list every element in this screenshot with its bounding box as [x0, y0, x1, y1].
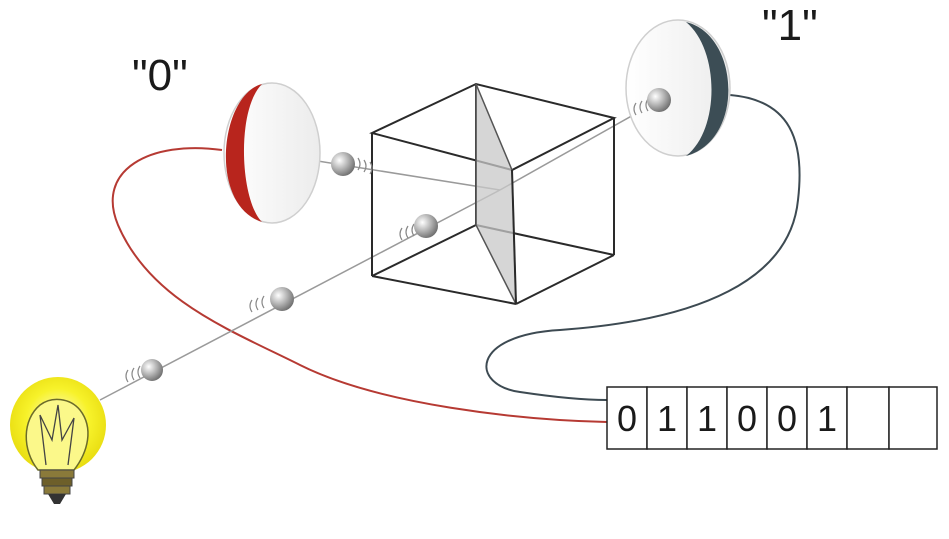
light-bulb-icon: [10, 377, 106, 504]
register-bit: 0: [737, 398, 757, 439]
beam-splitter-plane: [476, 84, 516, 304]
zero-detector-wire: [113, 148, 607, 422]
register-bit: 1: [817, 398, 837, 439]
register-cell: 0: [727, 387, 767, 449]
register-cell: 0: [767, 387, 807, 449]
register-cell: 0: [607, 387, 647, 449]
one-detector-wire: [486, 95, 799, 400]
photon-sphere-icon: [250, 287, 294, 312]
photon-sphere-icon: [400, 214, 438, 240]
register-bit: 1: [657, 398, 677, 439]
zero-detector: [224, 83, 320, 223]
register-bit: 0: [777, 398, 797, 439]
photon-sphere-icon: [331, 152, 372, 176]
register-cell: 1: [687, 387, 727, 449]
register-bit: 0: [617, 398, 637, 439]
photon-sphere-icon: [126, 359, 163, 382]
one-detector: [626, 20, 730, 156]
one-detector-label: "1": [762, 1, 818, 50]
register-bit: 1: [697, 398, 717, 439]
register-cell: 1: [807, 387, 847, 449]
register-cell: [847, 387, 889, 449]
register-cell: 1: [647, 387, 687, 449]
register-cell: [889, 387, 937, 449]
zero-detector-label: "0": [132, 51, 188, 100]
